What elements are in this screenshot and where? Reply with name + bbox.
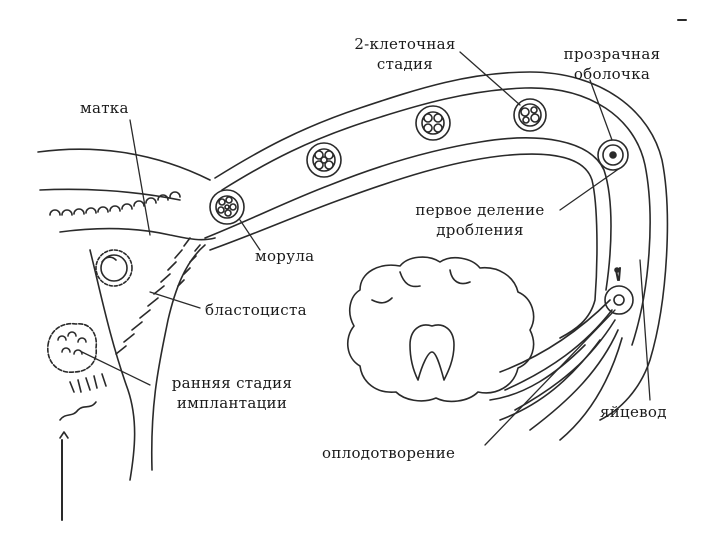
zona-pellucida-embryo	[597, 139, 629, 171]
four-cell-embryo	[415, 105, 451, 141]
morula-embryo	[209, 189, 245, 225]
label-implantation-line1: ранняя стадия	[171, 374, 293, 392]
label-zona-line1: прозрачная	[563, 45, 661, 63]
label-first-cleavage-line1: первое деление	[415, 201, 545, 219]
leader-lines	[81, 51, 651, 446]
label-two-cell-stage: 2-клеточная стадия	[340, 34, 470, 74]
eight-cell-embryo	[306, 142, 342, 178]
label-fertilization: оплодотворение	[322, 444, 456, 462]
blastocyst-embryo	[95, 249, 133, 287]
two-cell-embryo	[513, 98, 547, 132]
label-two-cell-line2: стадия	[376, 55, 434, 73]
label-first-cleavage: первое деление дробления	[405, 200, 555, 240]
label-zona-line2: оболочка	[573, 65, 651, 83]
label-morula: морула	[255, 247, 315, 265]
uterus-wall	[37, 148, 216, 521]
label-two-cell-line1: 2-клеточная	[354, 35, 456, 53]
label-first-cleavage-line2: дробления	[436, 221, 524, 239]
label-blastocyst: бластоциста	[205, 301, 307, 319]
label-uterus: матка	[80, 99, 129, 117]
label-zona-pellucida: прозрачная оболочка	[552, 44, 672, 84]
ovary	[347, 256, 535, 403]
implanting-embryo	[47, 322, 98, 373]
label-oviduct: яйцевод	[600, 403, 667, 421]
ovum-fertilization	[604, 267, 634, 315]
label-early-implantation: ранняя стадия имплантации	[152, 373, 312, 413]
label-implantation-line2: имплантации	[176, 394, 288, 412]
oviduct-tube	[204, 71, 669, 441]
